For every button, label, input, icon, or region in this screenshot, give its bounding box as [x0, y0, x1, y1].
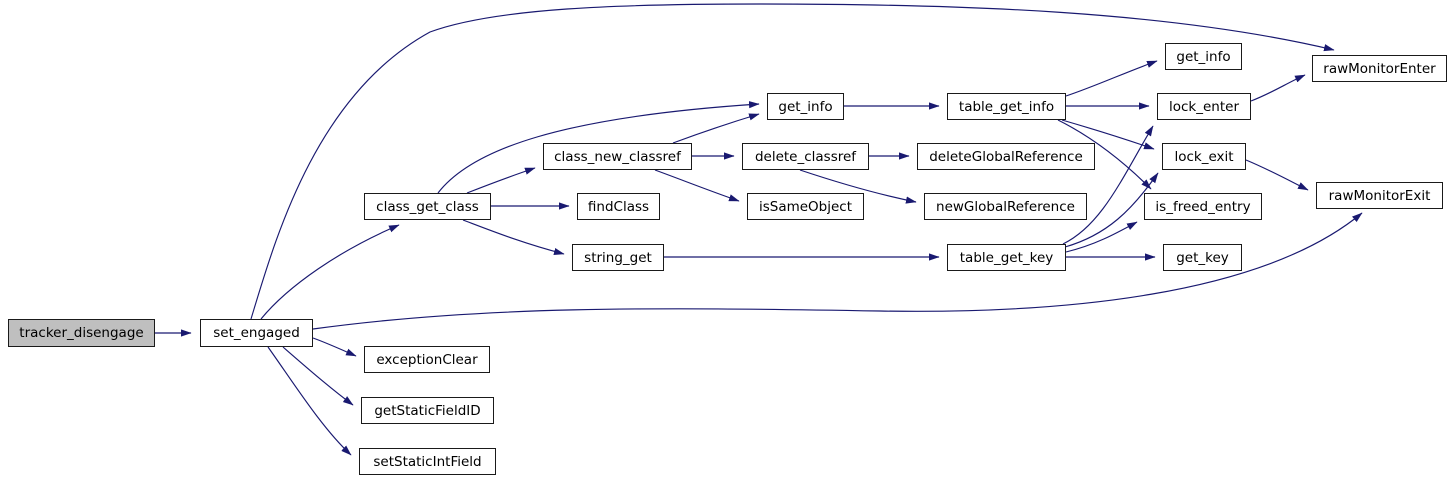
edge-class_get_class-to-class_new_classref [466, 167, 536, 194]
node-deleteGlobalReference[interactable]: deleteGlobalReference [917, 143, 1095, 170]
node-rawMonitorExit[interactable]: rawMonitorExit [1316, 182, 1443, 209]
edge-class_new_classref-to-get_info [672, 113, 760, 144]
node-table_get_key[interactable]: table_get_key [947, 244, 1066, 271]
node-label: rawMonitorExit [1328, 187, 1431, 204]
node-delete_classref[interactable]: delete_classref [742, 143, 869, 170]
node-label: lock_enter [1168, 98, 1239, 115]
node-lock_enter[interactable]: lock_enter [1157, 93, 1251, 120]
node-label: exceptionClear [376, 351, 478, 368]
node-label: rawMonitorEnter [1323, 60, 1436, 77]
edge-set_engaged-to-exceptionClear [312, 337, 357, 357]
node-class_get_class[interactable]: class_get_class [364, 193, 491, 220]
edge-set_engaged-to-rawMonitorEnter [250, 3, 1335, 320]
node-label: table_get_key [959, 249, 1054, 266]
node-findClass[interactable]: findClass [577, 193, 660, 220]
node-label: get_info [1176, 48, 1231, 65]
node-label: setStaticIntField [373, 453, 482, 470]
node-label: string_get [584, 249, 652, 266]
node-label: newGlobalReference [936, 198, 1075, 215]
node-exceptionClear[interactable]: exceptionClear [364, 346, 490, 373]
node-get_info[interactable]: get_info [767, 93, 844, 120]
edge-lock_exit-to-rawMonitorExit [1245, 159, 1309, 191]
node-label: delete_classref [754, 148, 857, 165]
edge-class_get_class-to-string_get [462, 219, 565, 255]
node-tracker_disengage[interactable]: tracker_disengage [8, 319, 155, 347]
edge-delete_classref-to-newGlobalReference [799, 169, 917, 204]
node-get_key[interactable]: get_key [1163, 244, 1242, 271]
node-label: table_get_info [958, 98, 1055, 115]
edge-set_engaged-to-rawMonitorExit [312, 212, 1363, 330]
edge-table_get_info-to-get_info_2 [1065, 60, 1158, 97]
node-get_info_2[interactable]: get_info [1165, 43, 1242, 70]
node-string_get[interactable]: string_get [572, 244, 664, 271]
edge-table_get_info-to-lock_exit [1061, 119, 1155, 150]
edge-table_get_key-to-is_freed_entry [1065, 221, 1138, 253]
edge-lock_enter-to-rawMonitorEnter [1250, 74, 1306, 102]
node-isSameObject[interactable]: isSameObject [747, 193, 864, 220]
edge-class_new_classref-to-isSameObject [654, 169, 740, 202]
node-set_engaged[interactable]: set_engaged [200, 319, 313, 347]
edge-set_engaged-to-getStaticFieldID [282, 346, 354, 406]
edge-table_get_key-to-lock_enter [1062, 125, 1154, 245]
node-lock_exit[interactable]: lock_exit [1162, 143, 1246, 170]
node-class_new_classref[interactable]: class_new_classref [543, 143, 692, 170]
edge-table_get_key-to-lock_exit [1064, 172, 1159, 248]
node-table_get_info[interactable]: table_get_info [947, 93, 1066, 120]
node-label: is_freed_entry [1155, 198, 1251, 215]
node-label: get_key [1176, 249, 1229, 266]
node-label: tracker_disengage [19, 325, 144, 341]
node-rawMonitorEnter[interactable]: rawMonitorEnter [1312, 55, 1447, 82]
edge-set_engaged-to-setStaticIntField [267, 346, 352, 456]
edge-set_engaged-to-class_get_class [260, 224, 400, 320]
edge-table_get_info-to-is_freed_entry [1057, 119, 1152, 190]
node-setStaticIntField[interactable]: setStaticIntField [359, 448, 496, 475]
node-label: getStaticFieldID [374, 402, 481, 419]
node-label: lock_exit [1174, 148, 1234, 165]
node-is_freed_entry[interactable]: is_freed_entry [1144, 193, 1262, 220]
node-newGlobalReference[interactable]: newGlobalReference [924, 193, 1087, 220]
node-getStaticFieldID[interactable]: getStaticFieldID [361, 397, 494, 424]
node-label: isSameObject [758, 198, 853, 215]
node-label: get_info [778, 98, 833, 115]
node-label: set_engaged [213, 325, 300, 341]
node-label: class_new_classref [554, 148, 681, 165]
node-label: findClass [587, 198, 650, 215]
edge-class_get_class-to-get_info [437, 101, 760, 194]
node-label: deleteGlobalReference [929, 148, 1083, 165]
node-label: class_get_class [376, 198, 479, 215]
